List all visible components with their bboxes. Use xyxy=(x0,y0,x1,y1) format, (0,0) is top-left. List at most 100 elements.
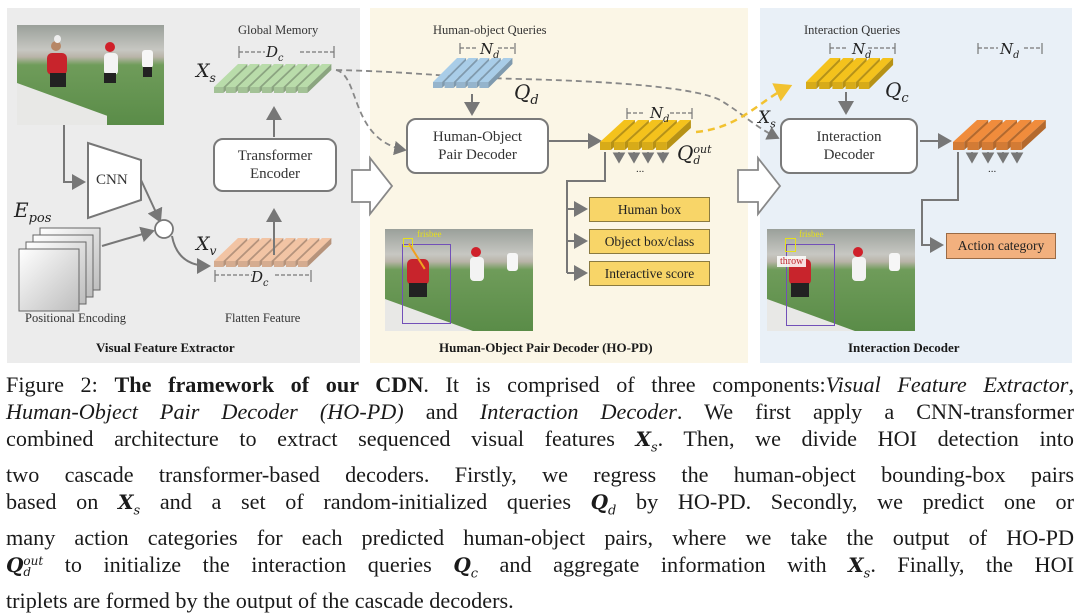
interaction-queries-block xyxy=(806,58,894,89)
caption-text: to initialize the interaction queries xyxy=(43,551,454,577)
caption-math: X xyxy=(635,426,651,451)
feature-slat xyxy=(262,64,296,87)
caption-sub: s xyxy=(133,503,141,519)
caption-text: Interaction Decoder xyxy=(479,398,677,424)
feature-slat xyxy=(819,58,854,82)
caption-sub: s xyxy=(650,440,658,456)
feature-slat-side xyxy=(869,58,894,89)
cdn-framework-figure: CNN Epos Positional Encoding Transformer… xyxy=(7,8,1072,363)
stage-arrow-1 xyxy=(351,155,394,217)
output-object-box-class: Object box/class xyxy=(589,229,710,254)
feature-slat-front xyxy=(642,142,653,150)
caption-text: . Finally, the HOI xyxy=(870,551,1074,577)
caption-text: . It is comprised of three components: xyxy=(423,372,826,397)
feature-slat xyxy=(286,64,320,87)
caption-line: combined architecture to extract sequenc… xyxy=(6,426,1074,462)
feature-slat xyxy=(238,238,272,261)
feature-slat-front xyxy=(433,82,443,88)
cnn-block xyxy=(87,141,142,220)
input-image xyxy=(17,25,164,125)
iout-dim-label: Nd xyxy=(1000,40,1020,61)
feature-slat xyxy=(832,58,867,82)
figure-caption: Figure 2: The framework of our CDN. It i… xyxy=(6,372,1074,615)
feature-slat xyxy=(656,120,691,142)
feature-slat-side xyxy=(307,64,332,93)
feature-slat xyxy=(226,238,260,261)
feature-slat-front xyxy=(274,261,284,267)
qd-out-block xyxy=(600,120,691,150)
output-interactive-score: Interactive score xyxy=(589,261,710,286)
global-memory-block xyxy=(214,64,332,93)
vfe-title: Visual Feature Extractor xyxy=(96,340,235,355)
caption-sub: d xyxy=(608,503,617,519)
feature-slat xyxy=(214,238,248,261)
caption-math: X xyxy=(117,489,134,514)
feature-slat-front xyxy=(262,261,272,267)
feature-slat-front xyxy=(298,261,308,267)
caption-text: , xyxy=(1068,372,1074,397)
memory-dim-label: Dc xyxy=(266,43,284,64)
feature-slat-front xyxy=(286,87,296,93)
feature-slat-front xyxy=(819,82,830,89)
feature-slat-front xyxy=(444,82,454,88)
iout-ellipsis: ... xyxy=(988,163,997,175)
feature-slat-front xyxy=(214,261,224,267)
memory-to-hopd-arrow xyxy=(335,69,407,156)
caption-text: two cascade transformer-based decoders. … xyxy=(6,461,1074,487)
positional-encoding-label: Positional Encoding xyxy=(25,311,127,325)
caption-text: and a set of random-initialized queries xyxy=(140,488,591,514)
caption-text: triplets are formed by the output of the… xyxy=(6,587,514,613)
feature-slat xyxy=(456,58,490,82)
interaction-output-block xyxy=(953,120,1046,150)
feature-slat xyxy=(845,58,880,82)
id-title: Interaction Decoder xyxy=(848,340,960,355)
caption-text: The framework of our CDN xyxy=(114,372,424,397)
flatten-feature-label: Flatten Feature xyxy=(225,311,301,325)
caption-text: by HO-PD. Secondly, we predict one or xyxy=(616,488,1075,514)
caption-sup: out xyxy=(23,553,44,568)
feature-slat-side xyxy=(307,238,332,267)
hopd-title: Human-Object Pair Decoder (HO-PD) xyxy=(439,340,653,355)
feature-slat-front xyxy=(238,261,248,267)
feature-slat-front xyxy=(274,87,284,93)
feature-slat-front xyxy=(614,142,625,150)
feature-slat xyxy=(444,58,478,82)
positional-encoding-stack xyxy=(18,227,101,312)
feature-slat xyxy=(858,58,894,82)
caption-text: Visual Feature Extractor xyxy=(825,372,1069,397)
caption-line: Figure 2: The framework of our CDN. It i… xyxy=(6,372,1074,399)
feature-slat xyxy=(298,238,332,261)
feature-slat-front xyxy=(845,82,856,89)
caption-math: Q xyxy=(590,489,609,514)
feature-slat xyxy=(274,238,308,261)
cnn-label: CNN xyxy=(96,172,128,188)
feature-slat xyxy=(298,64,332,87)
feature-slat-front xyxy=(238,87,248,93)
caption-line: many action categories for each predicte… xyxy=(6,525,1074,552)
feature-slat-front xyxy=(832,82,843,89)
feature-slat-front xyxy=(479,82,489,88)
caption-line: two cascade transformer-based decoders. … xyxy=(6,462,1074,489)
hopd-detection-label: frisbee xyxy=(417,229,442,239)
feature-slat-side xyxy=(488,58,513,88)
feature-slat xyxy=(600,120,635,142)
feature-slat-front xyxy=(250,261,260,267)
feature-slat xyxy=(479,58,513,82)
feature-slat xyxy=(642,120,677,142)
feature-slat-front xyxy=(656,142,667,150)
caption-sub: d xyxy=(23,564,32,579)
feature-slat xyxy=(250,238,284,261)
feature-slat xyxy=(806,58,841,82)
output-action-category: Action category xyxy=(946,233,1056,259)
caption-text: many action categories for each predicte… xyxy=(6,524,1074,550)
feature-slat-front xyxy=(967,142,979,150)
id-xs-label: Xs xyxy=(758,108,776,131)
feature-slat xyxy=(467,58,501,82)
feature-slat-front xyxy=(286,261,296,267)
feature-slat xyxy=(250,64,284,87)
id-detection-label: frisbee xyxy=(799,229,824,239)
